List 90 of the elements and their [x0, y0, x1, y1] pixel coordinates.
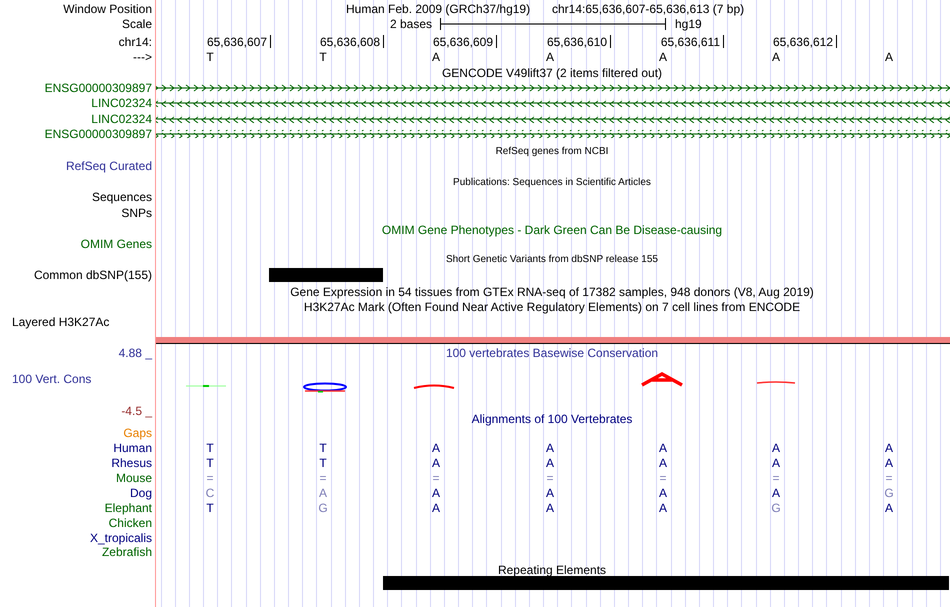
- gene-label: LINC02324: [91, 96, 152, 110]
- base-letter: A: [772, 50, 780, 64]
- aligned-base: A: [659, 441, 667, 455]
- track-label: Gaps: [123, 426, 152, 440]
- species-label: Dog: [130, 486, 152, 500]
- repeat-element-bar: [383, 576, 949, 590]
- track-label: Sequences: [92, 190, 152, 204]
- aligned-base: C: [206, 486, 214, 500]
- aligned-base: =: [546, 471, 554, 485]
- track-title: GENCODE V49lift37 (2 items filtered out): [442, 66, 662, 80]
- species-label: Rhesus: [111, 456, 152, 470]
- coordinate-label: 65,636,608: [320, 35, 380, 49]
- assembly-label: hg19: [675, 17, 702, 31]
- aligned-base: T: [319, 441, 327, 455]
- aligned-base: A: [659, 486, 667, 500]
- aligned-base: A: [546, 501, 554, 515]
- track-label: Layered H3K27Ac: [12, 315, 110, 329]
- aligned-base: A: [319, 486, 327, 500]
- coordinate-label: 65,636,607: [206, 35, 267, 49]
- coordinate-label: 65,636,611: [660, 35, 720, 49]
- track-title: H3K27Ac Mark (Often Found Near Active Regulatory Elements) on 7 cell lines from ENCODE: [304, 300, 800, 314]
- track-label: --->: [133, 50, 152, 64]
- base-letter: A: [546, 50, 554, 64]
- track-title: OMIM Gene Phenotypes - Dark Green Can Be Disease-causing: [382, 223, 722, 237]
- aligned-base: A: [432, 441, 440, 455]
- coordinate-label: 65,636,612: [772, 35, 833, 49]
- aligned-base: G: [884, 486, 894, 500]
- track-label: 100 Vert. Cons: [12, 372, 92, 386]
- track-label: Scale: [122, 17, 152, 31]
- aligned-base: A: [546, 441, 554, 455]
- browser-title: Human Feb. 2009 (GRCh37/hg19): [346, 2, 530, 16]
- species-label: Chicken: [108, 516, 152, 530]
- axis-label: -4.5 _: [121, 404, 152, 418]
- aligned-base: G: [318, 501, 328, 515]
- track-label: Window Position: [63, 2, 152, 16]
- track-title: 100 vertebrates Basewise Conservation: [446, 346, 658, 360]
- base-letter: A: [659, 50, 667, 64]
- species-label: Zebrafish: [102, 545, 152, 559]
- aligned-base: T: [206, 441, 214, 455]
- aligned-base: T: [319, 456, 327, 470]
- base-letter: T: [206, 50, 214, 64]
- aligned-base: A: [432, 486, 440, 500]
- aligned-base: A: [659, 456, 667, 470]
- track-title: Alignments of 100 Vertebrates: [472, 412, 632, 426]
- base-letter: A: [432, 50, 440, 64]
- track-title: Gene Expression in 54 tissues from GTEx RNA-seq of 17382 samples, 948 donors (V8, Aug 2019): [290, 285, 814, 299]
- aligned-base: A: [885, 501, 893, 515]
- species-label: Elephant: [104, 501, 152, 515]
- gene-label: ENSG00000309897: [44, 81, 152, 95]
- aligned-base: =: [772, 471, 780, 485]
- aligned-base: =: [432, 471, 440, 485]
- aligned-base: A: [546, 486, 554, 500]
- species-label: X_tropicalis: [90, 531, 152, 545]
- aligned-base: A: [659, 501, 667, 515]
- aligned-base: T: [206, 456, 214, 470]
- aligned-base: =: [320, 471, 326, 485]
- aligned-base: A: [772, 456, 780, 470]
- track-label: Common dbSNP(155): [34, 268, 152, 282]
- track-title: RefSeq genes from NCBI: [496, 145, 608, 159]
- track-title: Publications: Sequences in Scientific Articles: [453, 176, 651, 190]
- aligned-base: A: [885, 456, 893, 470]
- track-title: Short Genetic Variants from dbSNP release 155: [446, 253, 658, 267]
- aligned-base: =: [886, 471, 892, 485]
- aligned-base: A: [432, 501, 440, 515]
- aligned-base: A: [885, 441, 893, 455]
- aligned-base: A: [772, 486, 780, 500]
- coordinate-label: 65,636,609: [432, 35, 493, 49]
- aligned-base: =: [206, 471, 214, 485]
- aligned-base: G: [771, 501, 781, 515]
- track-label: SNPs: [121, 206, 152, 220]
- species-label: Human: [113, 441, 152, 455]
- track-title: Repeating Elements: [498, 563, 606, 577]
- track-label: chr14:: [118, 35, 152, 49]
- aligned-base: T: [206, 501, 214, 515]
- gene-label: ENSG00000309897: [44, 127, 152, 141]
- aligned-base: A: [546, 456, 554, 470]
- axis-label: 4.88 _: [118, 346, 152, 360]
- species-label: Mouse: [116, 471, 152, 485]
- base-letter: A: [885, 50, 893, 64]
- snp-bar: [269, 268, 383, 282]
- track-label: RefSeq Curated: [66, 159, 152, 173]
- aligned-base: A: [432, 456, 440, 470]
- aligned-base: =: [660, 471, 666, 485]
- track-label: OMIM Genes: [80, 237, 152, 251]
- base-letter: T: [319, 50, 327, 64]
- position-text: chr14:65,636,607-65,636,613 (7 bp): [552, 2, 744, 16]
- coordinate-label: 65,636,610: [546, 35, 607, 49]
- gene-label: LINC02324: [91, 112, 152, 126]
- scale-label: 2 bases: [390, 17, 432, 31]
- aligned-base: A: [772, 441, 780, 455]
